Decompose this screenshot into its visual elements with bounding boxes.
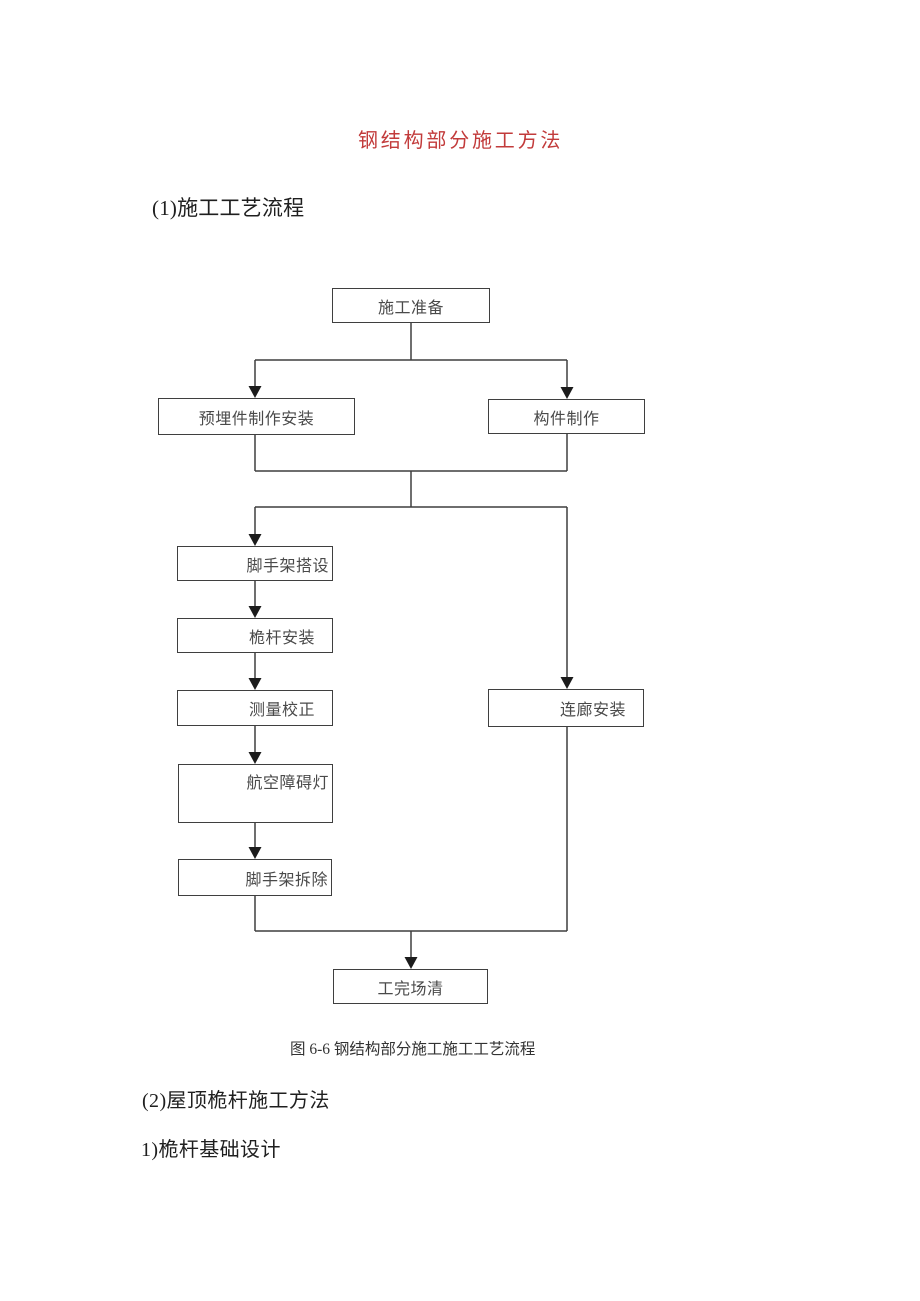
flow-node-scaffold-erection: 脚手架搭设: [177, 546, 333, 581]
flow-node-site-cleanup: 工完场清: [333, 969, 488, 1004]
flow-node-label: 桅杆安装: [248, 629, 315, 647]
flow-node-label: 脚手架搭设: [246, 557, 329, 575]
flow-node-label: 构件制作: [533, 410, 600, 428]
flow-node-mast-installation: 桅杆安装: [177, 618, 333, 653]
flow-node-label: 测量校正: [248, 702, 315, 719]
flow-node-label: 预埋件制作安装: [198, 410, 315, 428]
section-1-heading: (1)施工工艺流程: [152, 196, 305, 220]
document-title: 钢结构部分施工方法: [358, 130, 564, 152]
flow-node-component-fabrication: 构件制作: [488, 399, 645, 434]
section-2-heading: (2)屋顶桅杆施工方法: [142, 1090, 330, 1112]
flow-node-label: 施工准备: [377, 299, 444, 317]
flow-node-embedded-parts: 预埋件制作安装: [158, 398, 355, 435]
flow-node-aviation-obstacle-light: 航空障碍灯: [178, 764, 333, 823]
figure-caption: 图 6-6 钢结构部分施工施工工艺流程: [290, 1041, 536, 1058]
flow-node-corridor-installation: 连廊安装: [488, 689, 644, 727]
flow-node-scaffold-removal: 脚手架拆除: [178, 859, 332, 896]
flow-node-construction-preparation: 施工准备: [332, 288, 490, 323]
section-3-heading: 1)桅杆基础设计: [141, 1139, 281, 1161]
flow-node-label: 连廊安装: [559, 702, 626, 719]
flow-node-label: 工完场清: [377, 980, 444, 998]
flow-node-label: 脚手架拆除: [245, 871, 328, 889]
flow-node-label: 航空障碍灯: [246, 775, 329, 792]
flow-node-survey-correction: 测量校正: [177, 690, 333, 726]
